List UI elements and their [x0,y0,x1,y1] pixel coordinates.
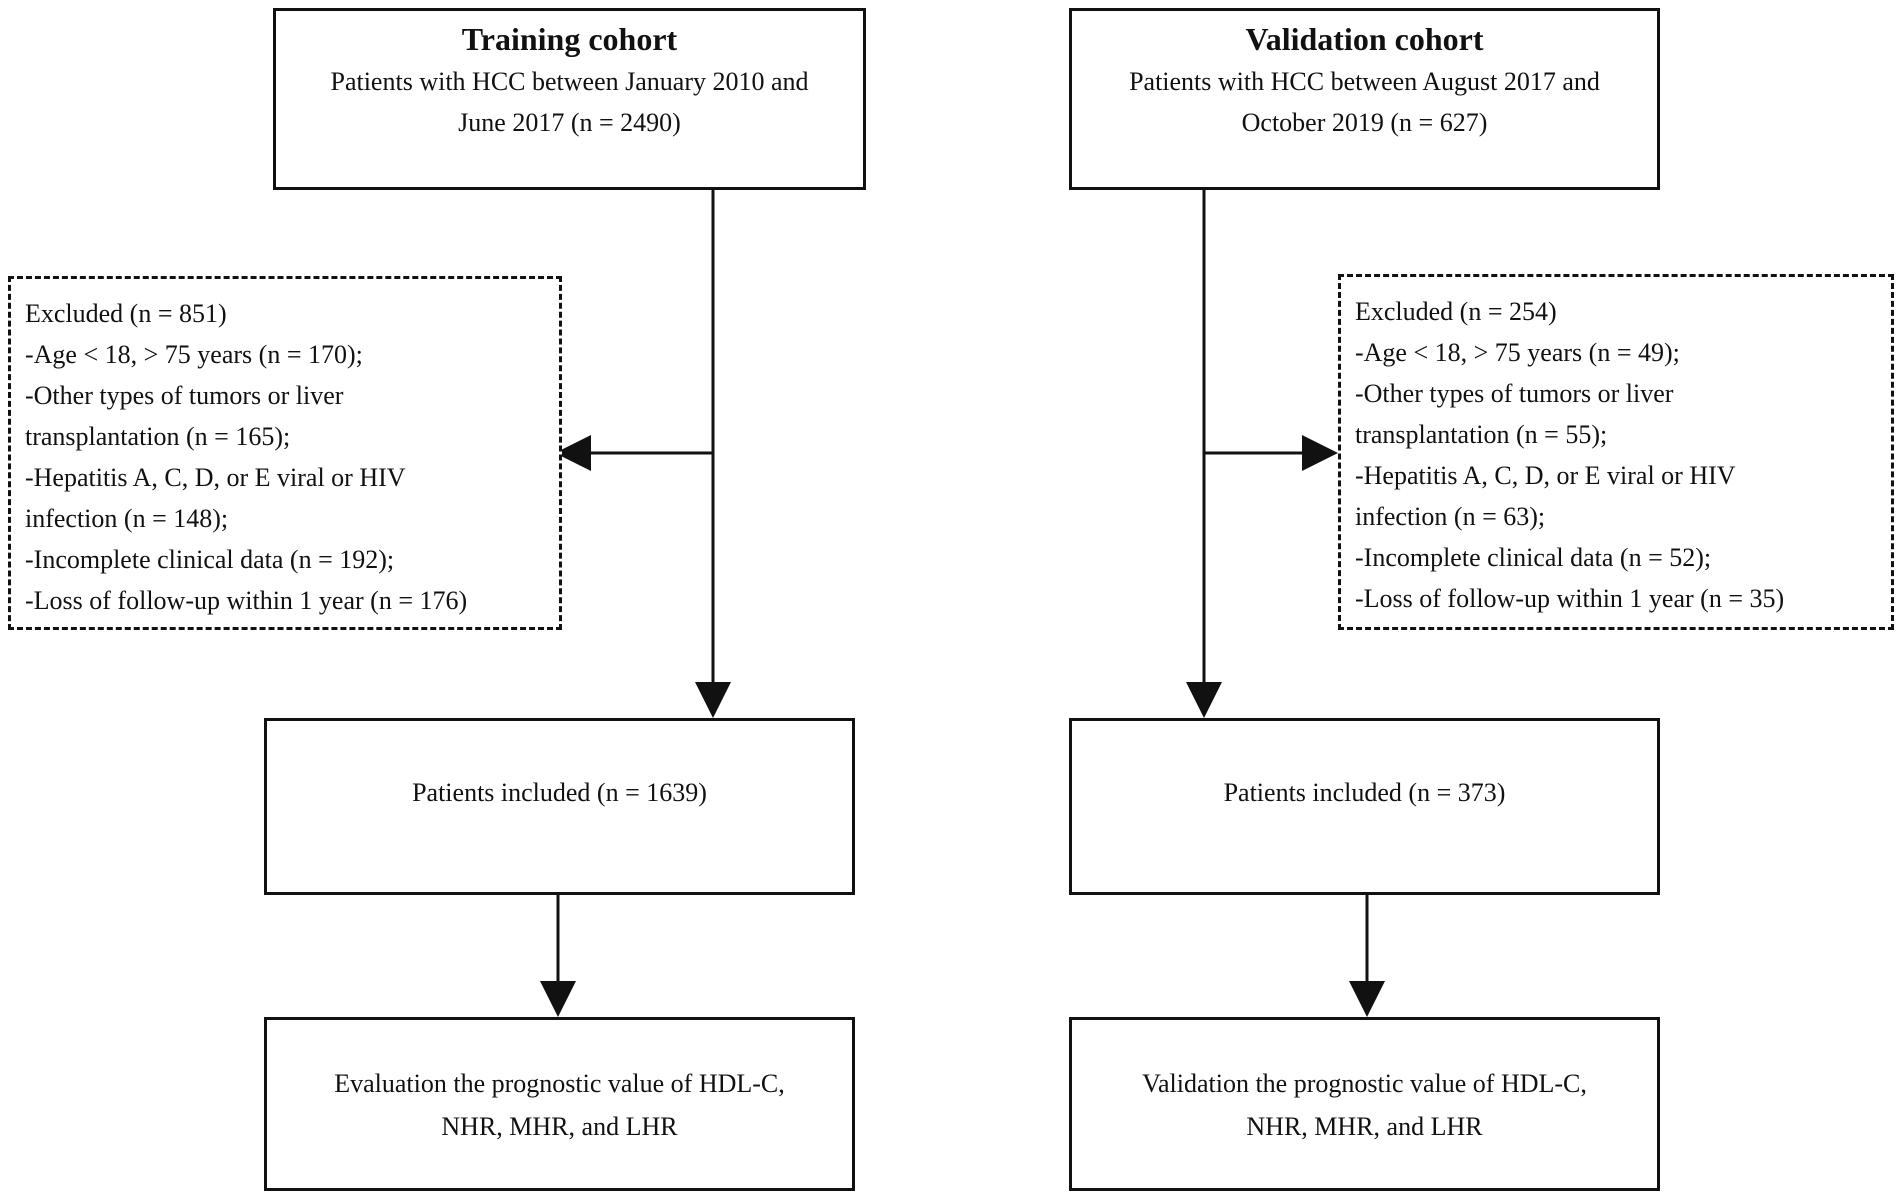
validation-description-line: October 2019 (n = 627) [1241,108,1488,137]
training-excluded-list: Excluded (n = 851) -Age < 18, > 75 years… [25,293,467,621]
validation-excluded-list: Excluded (n = 254) -Age < 18, > 75 years… [1355,291,1784,619]
training-included-label: Patients included (n = 1639) [412,778,707,807]
training-evaluation-line: Evaluation the prognostic value of HDL-C… [334,1069,785,1098]
validation-evaluation-box: Validation the prognostic value of HDL-C… [1069,1017,1660,1191]
training-description-line: Patients with HCC between January 2010 a… [330,67,809,96]
training-main-arrowhead [695,682,731,718]
training-excluded-box: Excluded (n = 851) -Age < 18, > 75 years… [8,276,562,630]
training-included-box: Patients included (n = 1639) [264,718,855,895]
training-description-line: June 2017 (n = 2490) [458,108,681,137]
training-excluded-heading: Excluded (n = 851) [25,299,227,328]
validation-evaluation-line: NHR, MHR, and LHR [1246,1112,1483,1141]
validation-cohort-description: Patients with HCC between August 2017 an… [1072,61,1657,143]
validation-excluded-item: -Hepatitis A, C, D, or E viral or HIV [1355,461,1736,490]
validation-cohort-title: Validation cohort [1245,21,1484,57]
validation-cohort-box: Validation cohort Patients with HCC betw… [1069,8,1660,190]
validation-included-box: Patients included (n = 373) [1069,718,1660,895]
training-cohort-box: Training cohort Patients with HCC betwee… [273,8,866,190]
validation-evaluation-line: Validation the prognostic value of HDL-C… [1142,1069,1587,1098]
training-excluded-item: -Other types of tumors or liver [25,381,344,410]
validation-excluded-item: -Incomplete clinical data (n = 52); [1355,543,1712,572]
validation-included-label: Patients included (n = 373) [1223,778,1506,807]
validation-excluded-item: -Age < 18, > 75 years (n = 49); [1355,338,1680,367]
training-excluded-item: transplantation (n = 165); [25,422,291,451]
validation-excluded-item: -Loss of follow-up within 1 year (n = 35… [1355,584,1785,613]
validation-exclusion-arrowhead [1302,435,1338,471]
training-cohort-description: Patients with HCC between January 2010 a… [276,61,863,143]
training-excluded-item: -Incomplete clinical data (n = 192); [25,545,395,574]
training-excluded-item: infection (n = 148); [25,504,229,533]
training-excluded-item: -Loss of follow-up within 1 year (n = 17… [25,586,468,615]
validation-excluded-item: infection (n = 63); [1355,502,1546,531]
validation-main-arrowhead [1186,682,1222,718]
training-excluded-item: -Hepatitis A, C, D, or E viral or HIV [25,463,406,492]
training-cohort-title: Training cohort [461,21,678,57]
training-evaluation-box: Evaluation the prognostic value of HDL-C… [264,1017,855,1191]
validation-evaluation-text: Validation the prognostic value of HDL-C… [1072,1062,1657,1148]
validation-excluded-heading: Excluded (n = 254) [1355,297,1557,326]
training-evaluation-text: Evaluation the prognostic value of HDL-C… [267,1062,852,1148]
validation-excluded-item: -Other types of tumors or liver [1355,379,1674,408]
training-excluded-item: -Age < 18, > 75 years (n = 170); [25,340,363,369]
training-included-arrowhead [540,981,576,1017]
validation-excluded-item: transplantation (n = 55); [1355,420,1608,449]
validation-description-line: Patients with HCC between August 2017 an… [1129,67,1600,96]
training-evaluation-line: NHR, MHR, and LHR [441,1112,678,1141]
validation-included-arrowhead [1349,981,1385,1017]
training-exclusion-arrowhead [555,435,591,471]
validation-excluded-box: Excluded (n = 254) -Age < 18, > 75 years… [1338,274,1894,630]
